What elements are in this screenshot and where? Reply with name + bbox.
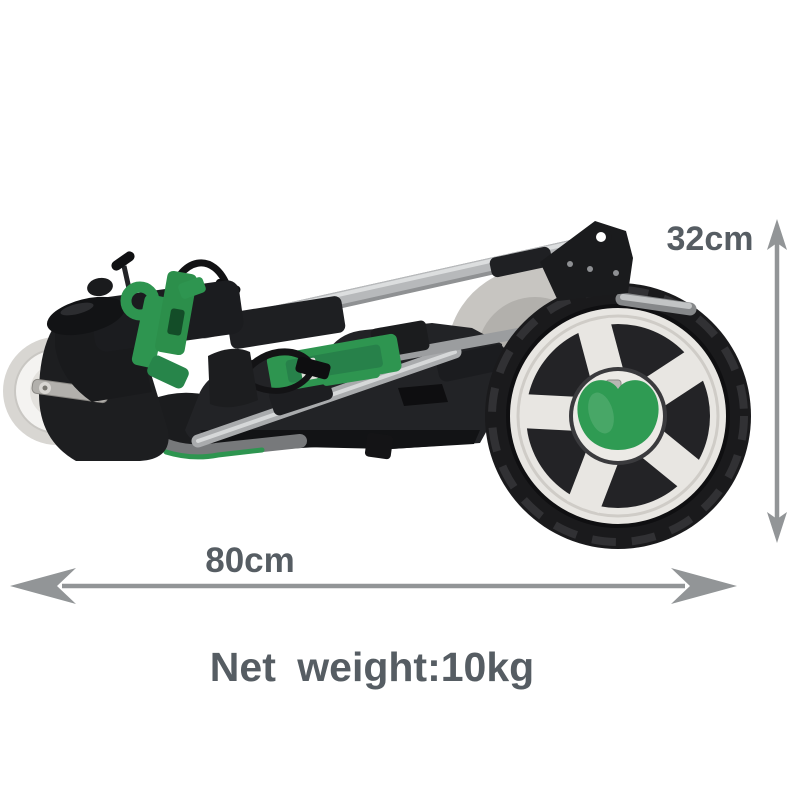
height-arrow-up-icon bbox=[767, 219, 787, 250]
length-arrow-left-icon bbox=[10, 568, 76, 604]
green-trim bbox=[322, 368, 380, 386]
top-bracket bbox=[540, 221, 697, 316]
dimension-annotations: 32cm 80cm Net weight:10kg bbox=[10, 219, 787, 690]
rear-wheel bbox=[485, 283, 751, 549]
net-weight-label: Net weight:10kg bbox=[210, 644, 534, 690]
length-arrow-right-icon bbox=[671, 568, 737, 604]
tube-clamp bbox=[226, 296, 346, 349]
height-label: 32cm bbox=[667, 220, 754, 258]
trolley-photo bbox=[3, 221, 751, 549]
height-dimension: 32cm bbox=[667, 219, 787, 543]
handle-assembly bbox=[46, 251, 258, 408]
green-hub-cap bbox=[577, 380, 659, 450]
height-arrow-down-icon bbox=[767, 512, 787, 543]
length-dimension: 80cm bbox=[10, 541, 737, 604]
lever-cap bbox=[111, 251, 135, 271]
length-label: 80cm bbox=[205, 541, 295, 580]
handle-grip bbox=[46, 296, 126, 336]
